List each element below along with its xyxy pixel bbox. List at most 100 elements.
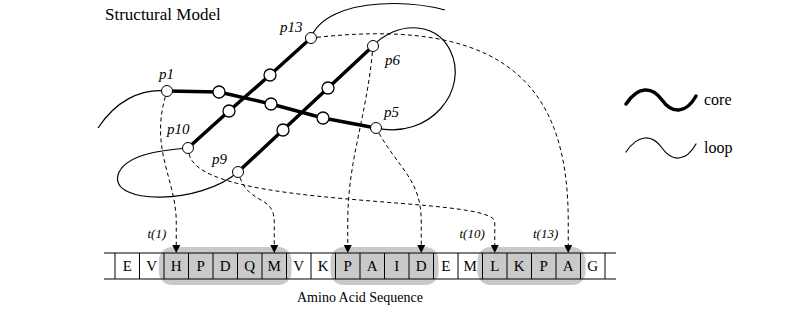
residue-label: p9 xyxy=(212,150,227,168)
amino-acid-letter: P xyxy=(344,257,352,275)
threading-arrow xyxy=(240,178,278,253)
amino-acid-letter: Q xyxy=(244,257,255,275)
sequence-cell: D xyxy=(213,253,238,279)
dashed-connector xyxy=(240,178,274,246)
sequence-cell: M xyxy=(262,253,287,279)
dashed-connector xyxy=(317,34,568,246)
residue-circle xyxy=(213,86,225,98)
sequence-cell: P xyxy=(532,253,557,279)
sequence-cell: E xyxy=(434,253,459,279)
threading-arrow xyxy=(379,133,425,253)
loop-line xyxy=(373,28,455,130)
sequence-cell: E xyxy=(115,253,140,279)
amino-acid-letter: L xyxy=(490,257,499,275)
threading-arrow xyxy=(344,52,373,253)
loop-line xyxy=(98,91,167,128)
threading-label: t(13) xyxy=(533,226,558,242)
threading-label: t(10) xyxy=(459,226,484,242)
legend-item: loop xyxy=(622,132,782,164)
sequence-cell: G xyxy=(581,253,606,279)
dashed-connector xyxy=(189,154,495,246)
residue-circle: p1 xyxy=(161,85,173,97)
residue-circle xyxy=(265,98,277,110)
legend-sample xyxy=(622,84,700,116)
residue-circle xyxy=(322,82,334,94)
amino-acid-letter: P xyxy=(540,257,548,275)
amino-acid-letter: V xyxy=(293,257,304,275)
amino-acid-letter: D xyxy=(220,257,231,275)
arrow-head xyxy=(270,245,278,253)
legend-sample xyxy=(622,132,700,164)
amino-acid-letter: K xyxy=(318,257,329,275)
diagram-title: Structural Model xyxy=(105,5,221,25)
dashed-connector xyxy=(348,52,373,246)
amino-acid-letter: A xyxy=(367,257,378,275)
amino-acid-letter: M xyxy=(464,257,477,275)
residue-circle xyxy=(223,105,235,117)
loop-line xyxy=(311,3,445,38)
sequence-cell: A xyxy=(556,253,581,279)
core-strand xyxy=(167,91,376,128)
residue-label: p6 xyxy=(385,51,400,69)
legend-line xyxy=(626,138,696,158)
amino-acid-letter: K xyxy=(514,257,525,275)
sequence-cell: M xyxy=(458,253,483,279)
core-strand xyxy=(188,38,311,148)
threading-arrow xyxy=(317,34,572,253)
sequence-cell: K xyxy=(311,253,336,279)
loop-line xyxy=(117,148,238,197)
sequence-cell: D xyxy=(409,253,434,279)
sequence-cell: Q xyxy=(238,253,263,279)
sequence-cell: A xyxy=(360,253,385,279)
amino-acid-letter: E xyxy=(441,257,450,275)
sequence-cell: V xyxy=(140,253,165,279)
arrow-head xyxy=(344,245,352,253)
dashed-connector xyxy=(161,97,177,246)
amino-acid-letter: D xyxy=(416,257,427,275)
residue-label: p5 xyxy=(384,103,399,121)
legend-item: core xyxy=(622,84,782,116)
residue-label: p10 xyxy=(167,120,190,138)
residue-label: p1 xyxy=(159,65,174,83)
dashed-connector xyxy=(379,133,421,246)
legend-text: core xyxy=(704,90,732,109)
legend-line xyxy=(626,90,696,110)
sequence-cell: K xyxy=(507,253,532,279)
threading-label: t(1) xyxy=(147,226,166,242)
core-strand xyxy=(238,46,373,172)
residue-circle: p10 xyxy=(182,142,194,154)
sequence-cell: V xyxy=(287,253,312,279)
axis-caption: Amino Acid Sequence xyxy=(297,289,423,306)
amino-acid-letter: M xyxy=(268,257,281,275)
amino-acid-letter: A xyxy=(563,257,574,275)
residue-circle xyxy=(317,112,329,124)
sequence-cell: H xyxy=(164,253,189,279)
threading-arrow xyxy=(189,154,499,253)
sequence-cell: I xyxy=(385,253,410,279)
sequence-cell: P xyxy=(189,253,214,279)
residue-circle: p5 xyxy=(370,122,382,134)
legend-text: loop xyxy=(704,138,732,157)
residue-circle xyxy=(264,69,276,81)
amino-acid-letter: G xyxy=(587,257,598,275)
sequence-cell: L xyxy=(483,253,508,279)
amino-acid-letter: V xyxy=(146,257,157,275)
arrow-head xyxy=(564,245,572,253)
amino-acid-letter: P xyxy=(197,257,205,275)
residue-label: p13 xyxy=(280,18,303,36)
residue-circle xyxy=(277,124,289,136)
arrow-head xyxy=(172,245,180,253)
arrow-head xyxy=(491,245,499,253)
amino-acid-letter: E xyxy=(123,257,132,275)
sequence-cell: P xyxy=(336,253,361,279)
sequence-grid xyxy=(104,253,616,279)
residue-circle: p13 xyxy=(305,32,317,44)
residue-circle: p6 xyxy=(367,40,379,52)
residue-circle: p9 xyxy=(232,166,244,178)
amino-acid-letter: H xyxy=(171,257,182,275)
amino-acid-letter: I xyxy=(394,257,399,275)
arrow-head xyxy=(417,245,425,253)
